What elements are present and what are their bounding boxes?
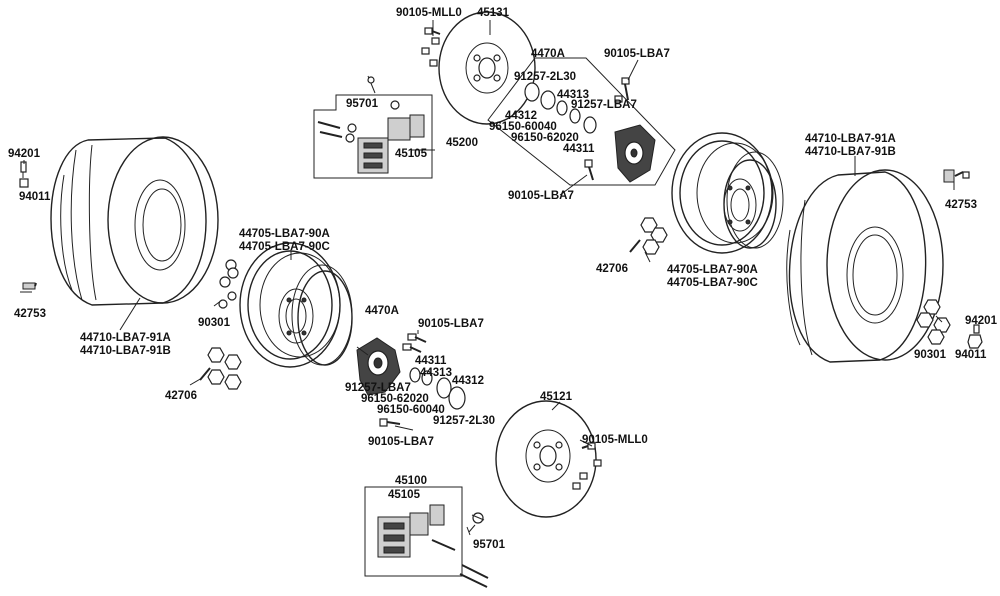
label-upper-disc: 45131 [477, 7, 510, 19]
upper-brake-caliper-45200[interactable] [313, 94, 433, 179]
label-right-tire-b: 44710-LBA7-91B [805, 146, 896, 158]
label-lower-disc-bolt: 90105-MLL0 [582, 434, 648, 446]
leader-lines [23, 20, 955, 533]
upper-disc-bolts-90105-MLL0[interactable] [421, 27, 441, 67]
label-upper-disc-bolt: 90105-MLL0 [396, 7, 462, 19]
label-upper-hub-stud: 90105-LBA7 [604, 48, 670, 60]
label-lower-bearing-60040: 96150-60040 [377, 404, 445, 416]
label-left-valve: 94011 [19, 191, 51, 203]
label-upper-pad: 45105 [395, 148, 428, 160]
label-left-rim-a: 44705-LBA7-90A [239, 228, 330, 240]
label-lower-disc: 45121 [540, 391, 573, 403]
label-lower-44311: 44311 [415, 355, 447, 367]
label-lower-bleeder: 95701 [473, 539, 506, 551]
label-lower-seal-2l30: 91257-2L30 [433, 415, 495, 427]
upper-brake-disc-45131[interactable] [438, 11, 536, 125]
label-left-tire-b: 44710-LBA7-91B [80, 345, 171, 357]
right-tire[interactable] [786, 169, 944, 363]
label-lower-pad: 45105 [388, 489, 421, 501]
lower-hub-studs-90105-LBA7[interactable] [402, 333, 427, 353]
label-right-lug-nut: 90301 [914, 349, 947, 361]
right-valve-cap-94201[interactable] [973, 324, 980, 334]
label-upper-44311: 44311 [563, 143, 595, 155]
label-upper-hub: 4470A [531, 48, 565, 60]
upper-hub-bolts-90105-LBA7[interactable] [584, 159, 594, 181]
right-rim[interactable] [671, 132, 784, 254]
label-right-rim-a: 44705-LBA7-90A [667, 264, 758, 276]
lower-hub-bolts-90105-LBA7[interactable] [379, 418, 401, 427]
lower-brake-caliper-45100[interactable] [364, 486, 489, 588]
label-lower-hub-stud: 90105-LBA7 [418, 318, 484, 330]
left-valve-cap-94201[interactable] [20, 161, 27, 178]
label-left-rim-b: 44705-LBA7-90C [239, 241, 330, 253]
right-valve-94011[interactable] [967, 334, 983, 349]
label-lower-seal-lba7: 91257-LBA7 [345, 382, 411, 394]
label-right-valve: 94011 [955, 349, 987, 361]
lower-bleeder-95701[interactable] [466, 512, 485, 536]
left-valve-94011[interactable] [19, 178, 29, 188]
lower-disc-bolts-90105-MLL0[interactable] [572, 442, 602, 490]
label-upper-bearing-60040: 96150-60040 [489, 121, 557, 133]
label-right-valve-stem: 42753 [945, 199, 977, 211]
label-lower-bearing-62020: 96150-62020 [361, 393, 429, 405]
label-left-valve-cap: 94201 [8, 148, 41, 160]
label-lower-44313: 44313 [420, 367, 452, 379]
upper-hub-assembly[interactable] [487, 57, 676, 186]
label-lower-caliper: 45100 [395, 475, 427, 487]
label-upper-bearing-62020: 96150-62020 [511, 132, 579, 144]
right-wheel-studs-42706[interactable] [629, 217, 668, 255]
label-right-stud: 42706 [596, 263, 628, 275]
label-lower-44312: 44312 [452, 375, 484, 387]
upper-hub-studs-90105-LBA7[interactable] [614, 77, 630, 103]
label-upper-44312: 44312 [505, 110, 537, 122]
right-valve-stem-42753[interactable] [943, 169, 970, 183]
label-lower-hub: 4470A [365, 305, 399, 317]
label-left-stud: 42706 [165, 390, 197, 402]
label-right-rim-b: 44705-LBA7-90C [667, 277, 758, 289]
label-lower-hub-bolt: 90105-LBA7 [368, 436, 434, 448]
label-upper-caliper: 45200 [446, 137, 478, 149]
label-left-valve-stem: 42753 [14, 308, 46, 320]
label-upper-bleeder: 95701 [346, 98, 379, 110]
left-valve-stem-42753[interactable] [20, 282, 37, 293]
label-right-valve-cap: 94201 [965, 315, 998, 327]
label-left-tire-a: 44710-LBA7-91A [80, 332, 171, 344]
left-wheel-studs-42706[interactable] [199, 347, 242, 390]
label-upper-44313: 44313 [557, 89, 589, 101]
part-labels: 90105-MLL0 45131 4470A 90105-LBA7 91257-… [8, 7, 998, 551]
label-upper-seal-lba7: 91257-LBA7 [571, 99, 637, 111]
label-right-tire-a: 44710-LBA7-91A [805, 133, 896, 145]
lower-brake-disc-45121[interactable] [495, 400, 597, 518]
lower-hub-assembly[interactable] [356, 337, 466, 410]
right-lug-nuts-90301[interactable] [916, 299, 951, 345]
left-lug-nuts-90301[interactable] [218, 259, 239, 309]
upper-bleeder-95701[interactable] [367, 75, 400, 110]
left-tire[interactable] [50, 136, 219, 306]
label-upper-seal-2l30: 91257-2L30 [514, 71, 576, 83]
label-upper-hub-bolt: 90105-LBA7 [508, 190, 574, 202]
label-left-lug-nut: 90301 [198, 317, 231, 329]
left-rim[interactable] [239, 242, 353, 368]
